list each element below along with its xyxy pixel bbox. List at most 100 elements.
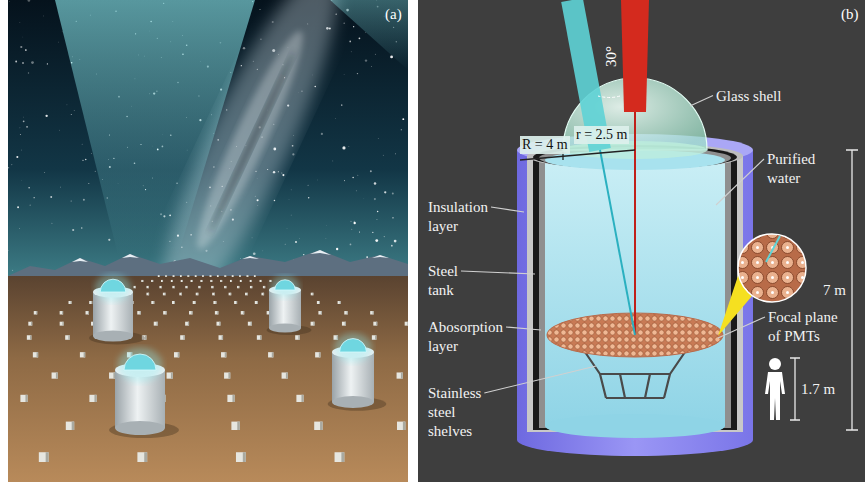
cube-side [263, 293, 265, 296]
cube-side [194, 301, 196, 304]
star [395, 153, 396, 154]
cube-face [89, 395, 96, 402]
star [17, 206, 19, 208]
cube-face [193, 301, 196, 304]
star [342, 146, 345, 149]
cube-side [157, 322, 158, 326]
star [325, 225, 327, 227]
cube-face [219, 335, 224, 340]
star [81, 143, 83, 145]
cube-face [257, 335, 262, 340]
steel-shelves [585, 352, 685, 398]
detector-cube [234, 301, 237, 304]
cube-face [240, 280, 242, 282]
cube-side [373, 311, 374, 314]
cube-face [397, 372, 403, 378]
detector-cube [137, 452, 147, 462]
dimension-label: 1.7 m [801, 380, 835, 399]
star [375, 239, 378, 242]
cube-face [211, 286, 213, 288]
cube-face [311, 322, 315, 326]
detector-cube [163, 293, 166, 296]
detector-cube [202, 275, 204, 277]
star [295, 241, 297, 243]
star [401, 129, 402, 130]
star [344, 180, 345, 181]
detector-cube [141, 280, 143, 282]
star [348, 145, 350, 147]
cube-side [56, 372, 58, 378]
cube-side [312, 293, 314, 296]
cube-side [197, 293, 199, 296]
star [357, 73, 358, 74]
cube-side [321, 311, 322, 314]
cube-face [230, 280, 232, 282]
light-beam [55, 0, 255, 255]
star [28, 0, 31, 2]
dimension-label: R = 4 m [520, 136, 570, 154]
cube-side [181, 293, 183, 296]
detector-cube [250, 280, 252, 282]
ray-closeup [766, 236, 780, 262]
detector-cube [60, 311, 63, 314]
detector-cube [191, 280, 193, 282]
panel-letter: (a) [385, 5, 402, 24]
star [332, 160, 334, 162]
detector-cube [236, 452, 246, 462]
detector-cube [27, 335, 32, 340]
leader-line [506, 327, 541, 330]
cube-side [403, 422, 406, 430]
star [47, 63, 48, 64]
cube-side [219, 322, 220, 326]
cube-side [243, 311, 244, 314]
cube-face [295, 335, 300, 340]
cube-face [179, 293, 182, 296]
star [83, 199, 85, 201]
detector-cube [189, 311, 192, 314]
star [374, 53, 376, 55]
detector-cube [268, 352, 273, 357]
detector-cube [172, 286, 174, 288]
detector-cube [314, 422, 322, 430]
detector-cube [224, 372, 230, 378]
cube-face [254, 275, 256, 277]
cube-side [191, 280, 193, 282]
detector-cube [195, 275, 197, 277]
star [274, 200, 276, 202]
cube-side [171, 372, 173, 378]
cube-side [225, 352, 227, 357]
detector-cube [163, 311, 166, 314]
cube-side [191, 311, 192, 314]
detector-cube [372, 335, 377, 340]
part-label: Steel tank [428, 262, 473, 300]
cube-face [268, 352, 273, 357]
cube-face [137, 311, 140, 314]
cube-face [224, 275, 226, 277]
detector-cube [282, 372, 288, 378]
detector-cube [250, 286, 252, 288]
detector-cube [193, 301, 196, 304]
star [251, 237, 253, 239]
cube-side [148, 286, 150, 288]
detector-cube [200, 280, 202, 282]
detector-cube [210, 280, 212, 282]
star [366, 256, 368, 258]
detector-cube [89, 301, 92, 304]
detector-cube [196, 293, 199, 296]
detector-cube [224, 275, 226, 277]
cube-side [272, 352, 274, 357]
detector-cube [185, 286, 187, 288]
dome-glow [271, 276, 300, 298]
cube-face [196, 293, 199, 296]
star [19, 21, 21, 23]
detector-cube [146, 286, 148, 288]
star [45, 115, 47, 117]
cube-side [135, 286, 137, 288]
cube-face [210, 280, 212, 282]
cube-side [246, 293, 248, 296]
star [22, 36, 24, 38]
star [19, 127, 21, 129]
cube-face [151, 301, 154, 304]
star [392, 193, 394, 195]
